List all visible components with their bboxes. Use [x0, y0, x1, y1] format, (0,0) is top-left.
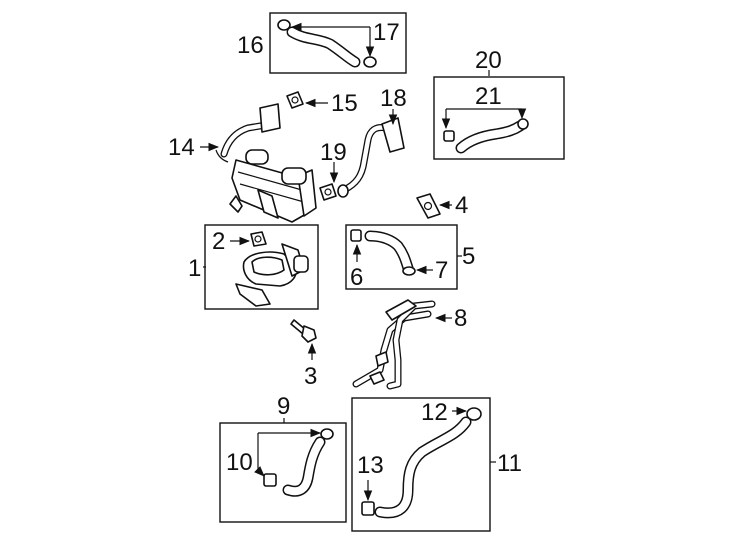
callout-7: 7 — [435, 257, 448, 284]
coolant-hose-5 — [350, 229, 416, 276]
egr-tube-18 — [337, 117, 405, 198]
gasket-15 — [286, 91, 304, 109]
box-5-7 — [345, 224, 458, 290]
callout-21: 21 — [475, 83, 502, 110]
callout-10: 10 — [226, 449, 253, 476]
callout-8: 8 — [454, 305, 467, 332]
box-11-13 — [351, 397, 491, 532]
callout-1: 1 — [188, 255, 201, 282]
gasket-19 — [319, 183, 337, 201]
callout-17: 17 — [373, 19, 400, 46]
box-16-17 — [269, 12, 407, 74]
bolt-3 — [290, 319, 317, 343]
callout-9: 9 — [277, 393, 290, 420]
hose-clamp-17a-icon — [277, 19, 291, 31]
box-9-10 — [219, 422, 347, 523]
callout-2: 2 — [212, 228, 225, 255]
callout-14: 14 — [168, 134, 195, 161]
hose-clamp-7-icon — [402, 266, 416, 276]
hose-clamp-17b-icon — [363, 56, 377, 68]
hose-clamp-12-icon — [466, 407, 482, 421]
callout-18: 18 — [380, 85, 407, 112]
callout-16: 16 — [237, 32, 264, 59]
callout-3: 3 — [304, 363, 317, 390]
coolant-hose-20 — [443, 118, 529, 154]
hose-clamp-6-icon — [350, 229, 362, 242]
hose-clamp-13-icon — [361, 501, 375, 516]
hose-clamp-10b-icon — [320, 428, 334, 440]
callout-4: 4 — [455, 192, 468, 219]
coolant-hose-9 — [263, 428, 334, 497]
coolant-hose-11 — [361, 407, 482, 519]
egr-cooler-14 — [215, 103, 317, 223]
callout-15: 15 — [331, 90, 358, 117]
hose-clamp-21a-icon — [443, 130, 455, 142]
callout-19: 19 — [320, 139, 347, 166]
callout-20: 20 — [475, 47, 502, 74]
gasket-4 — [416, 193, 441, 219]
coolant-pipe-assembly-8 — [352, 299, 436, 390]
hose-clamp-10a-icon — [263, 473, 277, 487]
hose-clamp-21b-icon — [517, 118, 529, 130]
callout-6: 6 — [350, 264, 363, 291]
box-20-21 — [433, 76, 565, 160]
housing-1 — [235, 243, 309, 307]
callout-13: 13 — [357, 452, 384, 479]
callout-12: 12 — [421, 399, 448, 426]
callout-5: 5 — [462, 243, 475, 270]
gasket-2 — [250, 231, 267, 247]
callout-11: 11 — [497, 450, 522, 477]
coolant-hose-16 — [277, 19, 377, 68]
